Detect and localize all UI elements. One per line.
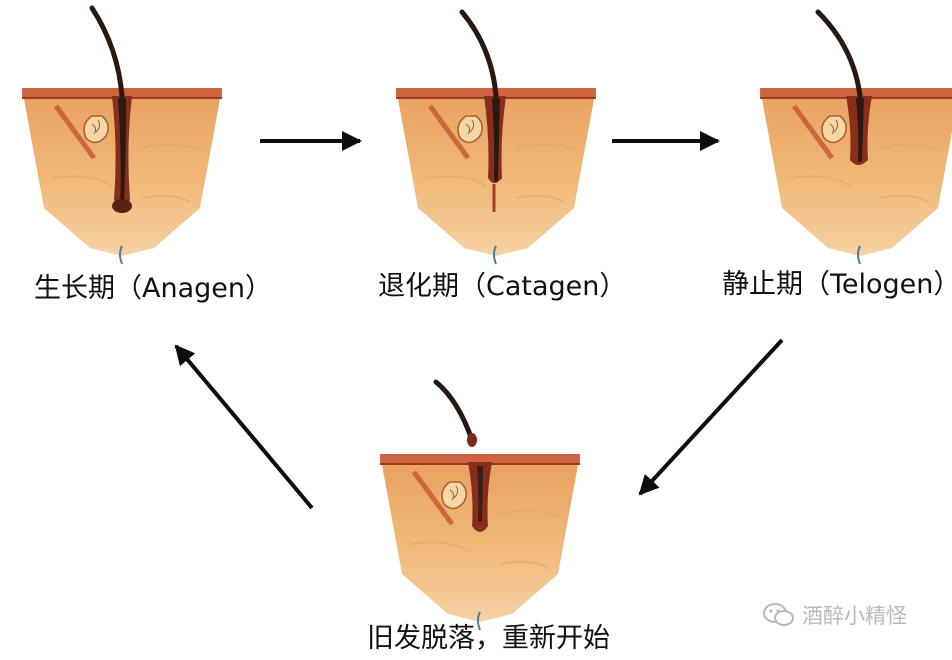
catagen-illustration — [396, 9, 596, 264]
wechat-icon — [763, 603, 794, 626]
shed-hair — [433, 379, 475, 443]
arrow-telogen-to-shedding — [638, 338, 784, 496]
arrow-shedding-to-anagen — [174, 344, 314, 510]
anagen-illustration — [22, 5, 222, 264]
watermark-text: 酒醉小精怪 — [802, 604, 907, 628]
watermark: 酒醉小精怪 — [762, 600, 907, 630]
stage-label-catagen: 退化期（Catagen） — [378, 271, 627, 302]
stage-label-anagen: 生长期（Anagen） — [34, 273, 272, 304]
stage-label-telogen: 静止期（Telogen） — [722, 269, 952, 300]
telogen-illustration — [760, 9, 952, 264]
stage-label-shedding: 旧发脱落，重新开始 — [367, 623, 610, 654]
shedding-illustration — [380, 454, 580, 630]
